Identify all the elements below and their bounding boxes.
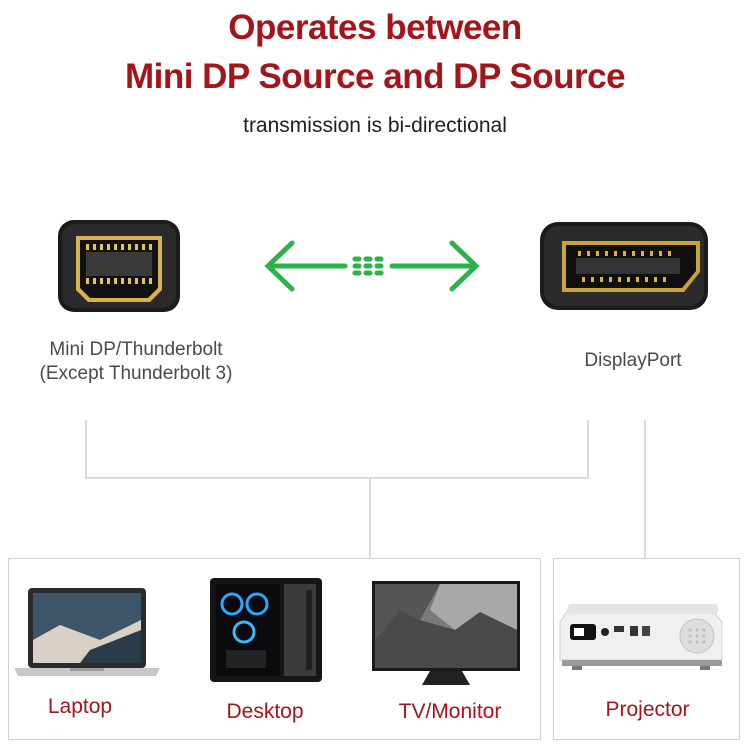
bidirectional-arrow-icon — [264, 240, 480, 292]
displayport-connector-icon — [540, 222, 708, 310]
mini-dp-label-line-2: (Except Thunderbolt 3) — [39, 363, 233, 384]
laptop-icon — [14, 588, 160, 676]
headline-line-2: Mini DP Source and DP Source — [124, 57, 626, 96]
subtitle: transmission is bi-directional — [243, 114, 507, 137]
projector-label: Projector — [605, 698, 690, 721]
mini-dp-label-line-1: Mini DP/Thunderbolt — [49, 339, 223, 360]
connection-lines — [85, 420, 646, 558]
headline-line-1: Operates between — [228, 8, 522, 47]
laptop-label: Laptop — [47, 695, 113, 718]
tv-monitor-label: TV/Monitor — [398, 700, 502, 723]
projector-icon — [559, 604, 723, 670]
mini-displayport-connector-icon — [58, 220, 180, 312]
desktop-pc-icon — [210, 578, 322, 682]
desktop-label: Desktop — [226, 700, 304, 723]
monitor-icon — [372, 581, 520, 685]
displayport-label: DisplayPort — [584, 350, 682, 371]
